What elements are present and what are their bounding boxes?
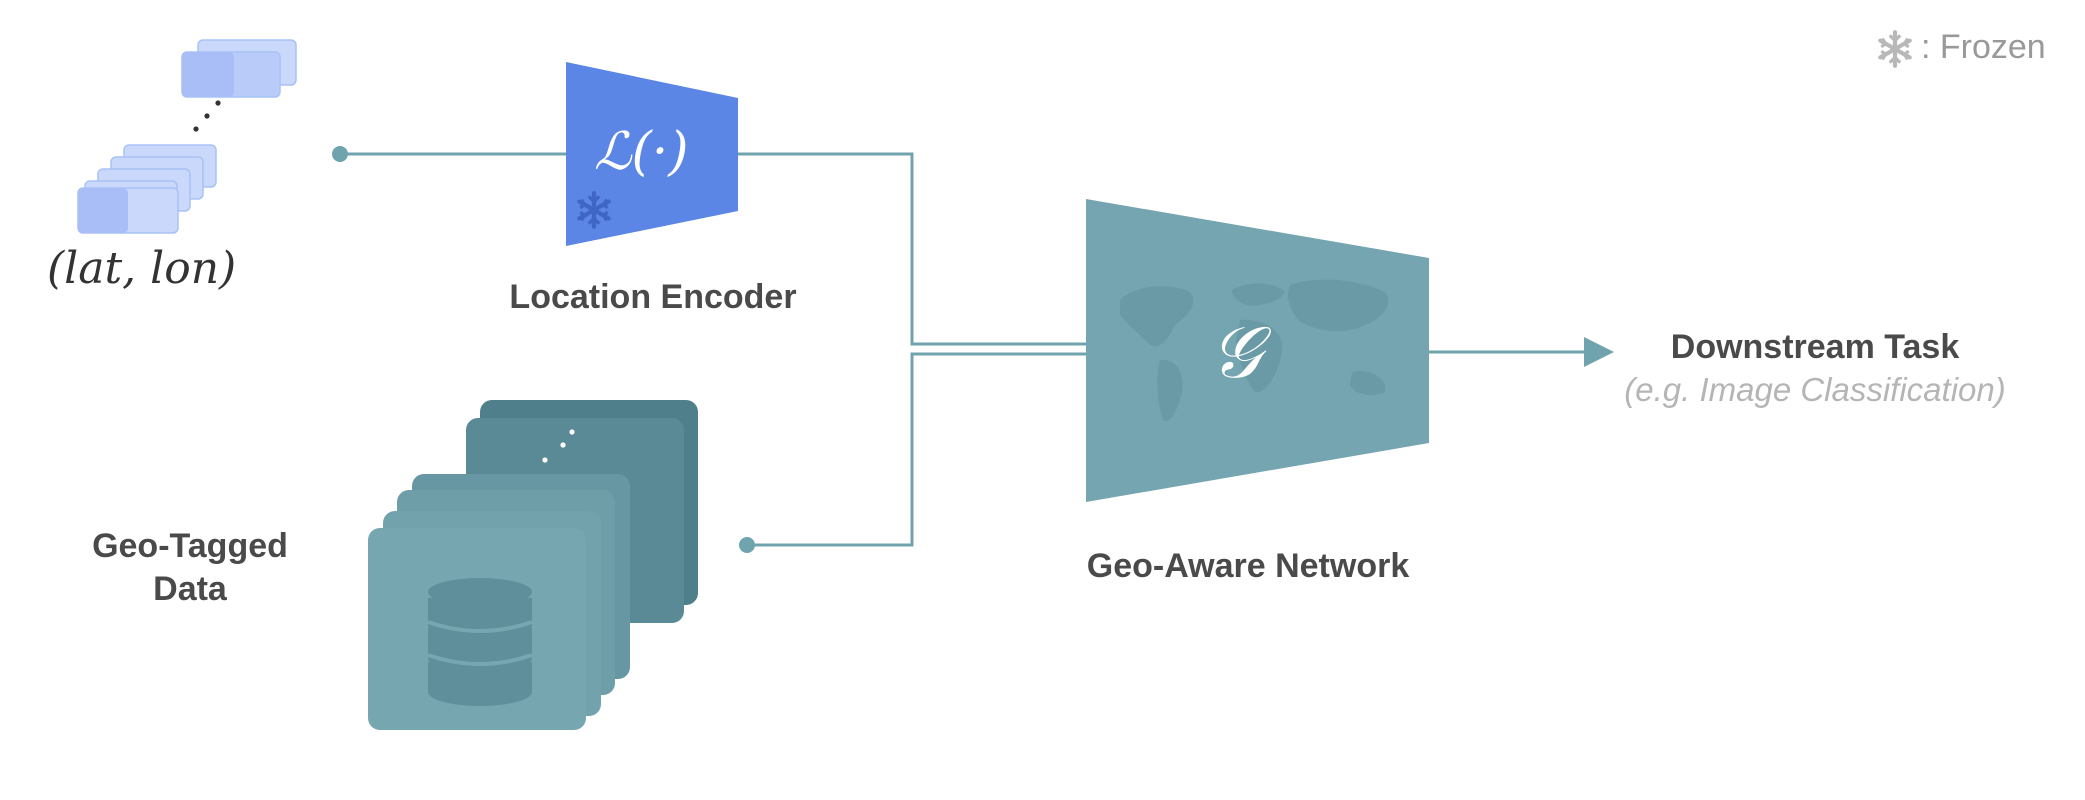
- ellipsis-dot: [215, 100, 221, 106]
- database-icon: [428, 578, 532, 706]
- ellipsis-dot: [193, 126, 199, 132]
- snowflake-icon: [1880, 32, 1909, 66]
- world-map-icon: [1120, 279, 1389, 421]
- network-symbol: 𝒢: [1210, 310, 1262, 394]
- frozen-legend: : Frozen: [1921, 28, 2046, 66]
- ellipsis-dot: [569, 429, 575, 435]
- location-encoder-label: Location Encoder: [509, 278, 797, 316]
- geo-tagged-data-label-line1: Geo-Tagged: [92, 527, 288, 565]
- ellipsis-dot: [542, 457, 548, 463]
- location-encoder: [566, 62, 738, 246]
- location-card-shade: [182, 52, 234, 97]
- geo-tagged-data-label-line2: Data: [153, 570, 227, 608]
- encoder-to-network-line: [738, 152, 1086, 346]
- downstream-task-subtitle: (e.g. Image Classification): [1624, 371, 2006, 408]
- ellipsis-dot: [204, 113, 210, 119]
- geo-aware-network-label: Geo-Aware Network: [1086, 547, 1410, 585]
- connectors: [332, 146, 1614, 553]
- ellipsis-dot: [560, 442, 566, 448]
- geo-aware-network: [1086, 199, 1429, 502]
- geo-tagged-data-label: Geo-Tagged Data: [60, 525, 320, 611]
- location-card-shade: [78, 188, 128, 233]
- downstream-task-title: Downstream Task: [1670, 328, 1960, 366]
- location-input-label: (lat, lon): [47, 243, 237, 294]
- location-cards: [77, 39, 297, 234]
- encoder-symbol: ℒ(·): [594, 122, 689, 182]
- geo-tagged-data-stack: [368, 400, 698, 730]
- data-to-network-line: [747, 352, 1086, 547]
